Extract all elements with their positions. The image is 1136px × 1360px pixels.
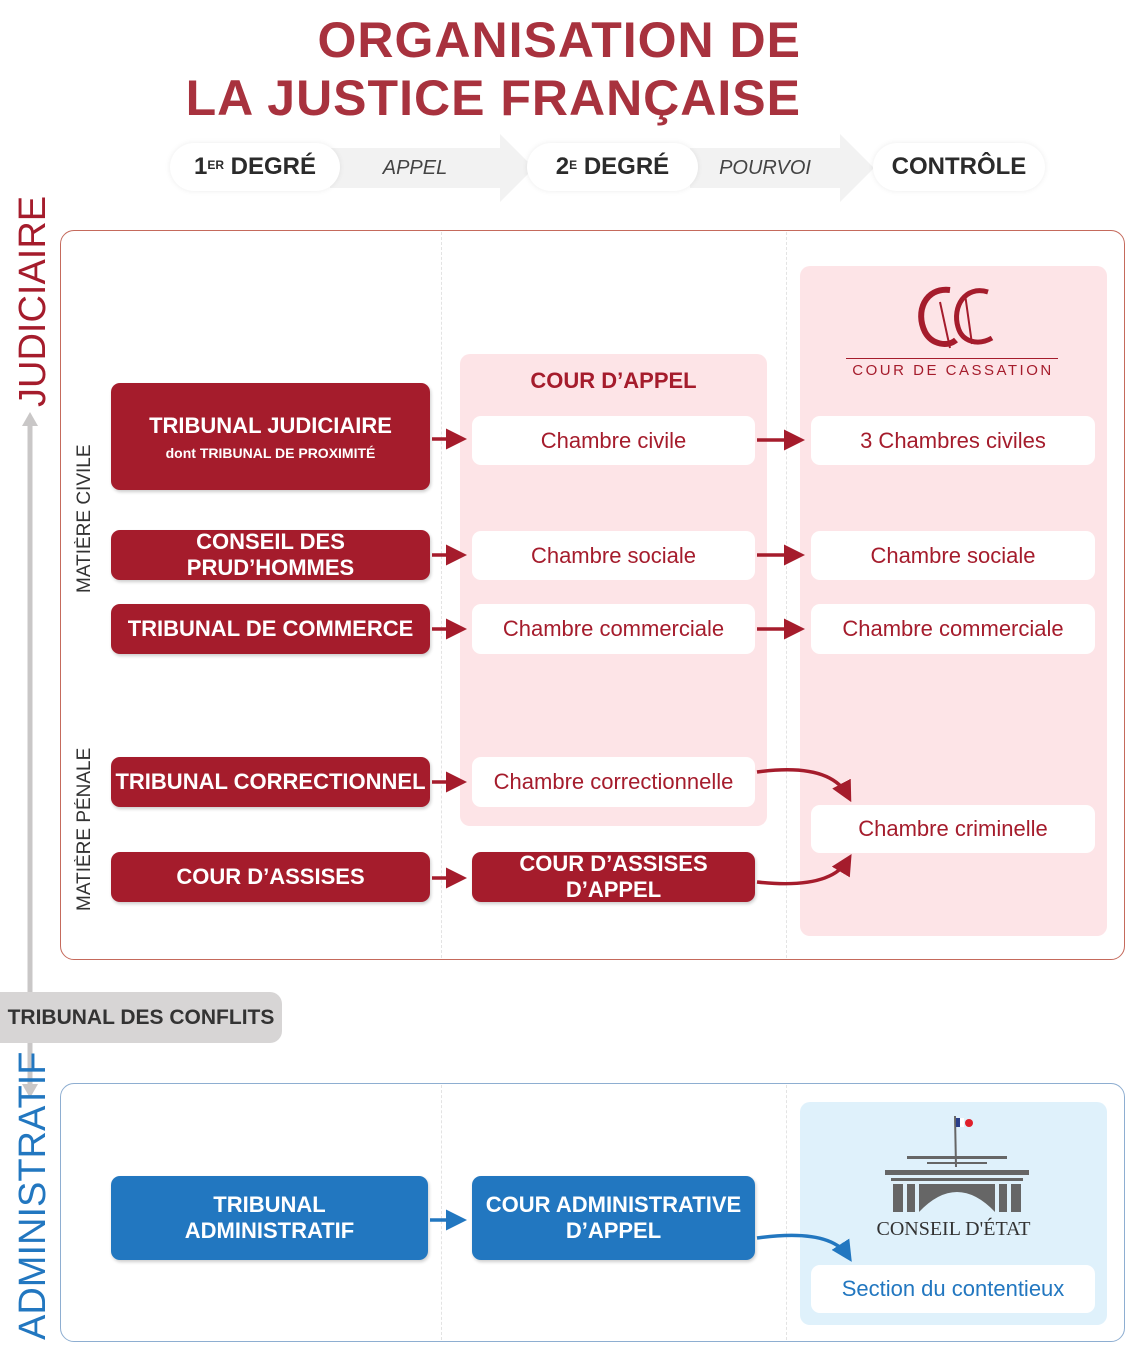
cour-assises-appel-box: COUR D’ASSISES D’APPEL [472,851,755,902]
divider [786,232,787,958]
appel-chambre-correctionnelle: Chambre correctionnelle [472,757,755,807]
pourvoi-arrow: POURVOI [690,134,874,202]
matiere-penale-label: MATIÈRE PÉNALE [74,747,95,911]
cassation-chambre-criminelle: Chambre criminelle [811,805,1095,853]
matiere-civile-label: MATIÈRE CIVILE [74,444,95,593]
logo-rule [846,358,1058,359]
appel-chambre-commerciale: Chambre commerciale [472,604,755,654]
title-line-1: ORGANISATION DE [317,12,801,68]
cour-de-cassation-logo-text: COUR DE CASSATION [852,362,1054,379]
divider [441,232,442,958]
cour-appel-title: COUR D’APPEL [530,368,697,393]
cassation-chambre-commerciale: Chambre commerciale [811,604,1095,654]
tribunal-correctionnel-box: TRIBUNAL CORRECTIONNEL [111,757,430,807]
conflicts-arrow-icon [22,412,38,1098]
appel-chambre-civile: Chambre civile [472,416,755,465]
tribunal-commerce-box: TRIBUNAL DE COMMERCE [111,604,430,654]
cassation-chambre-sociale: Chambre sociale [811,531,1095,580]
appeal-arrow: APPEL [330,134,534,202]
conseil-prudhommes-box: CONSEIL DES PRUD’HOMMES [111,529,430,580]
cassation-chambres-civiles: 3 Chambres civiles [811,416,1095,465]
conseil-etat-logo-icon [885,1115,1029,1212]
cour-assises-box: COUR D’ASSISES [111,852,430,902]
control-pill: CONTRÔLE [873,143,1045,191]
appeal-label: APPEL [382,156,448,179]
title-line-2: LA JUSTICE FRANÇAISE [185,70,801,126]
divider [786,1085,787,1340]
divider [441,1085,442,1340]
cour-de-cassation-logo-icon [918,286,994,349]
tribunal-des-conflits-box: TRIBUNAL DES CONFLITS [0,992,282,1043]
conseil-etat-logo-text: CONSEIL D'ÉTAT [876,1218,1031,1240]
judiciaire-label: JUDICIAIRE [12,195,54,407]
appel-chambre-sociale: Chambre sociale [472,531,755,580]
administratif-label: ADMINISTRATIF [12,1051,54,1340]
section-contentieux-box: Section du contentieux [811,1265,1095,1313]
pourvoi-label: POURVOI [719,156,811,179]
